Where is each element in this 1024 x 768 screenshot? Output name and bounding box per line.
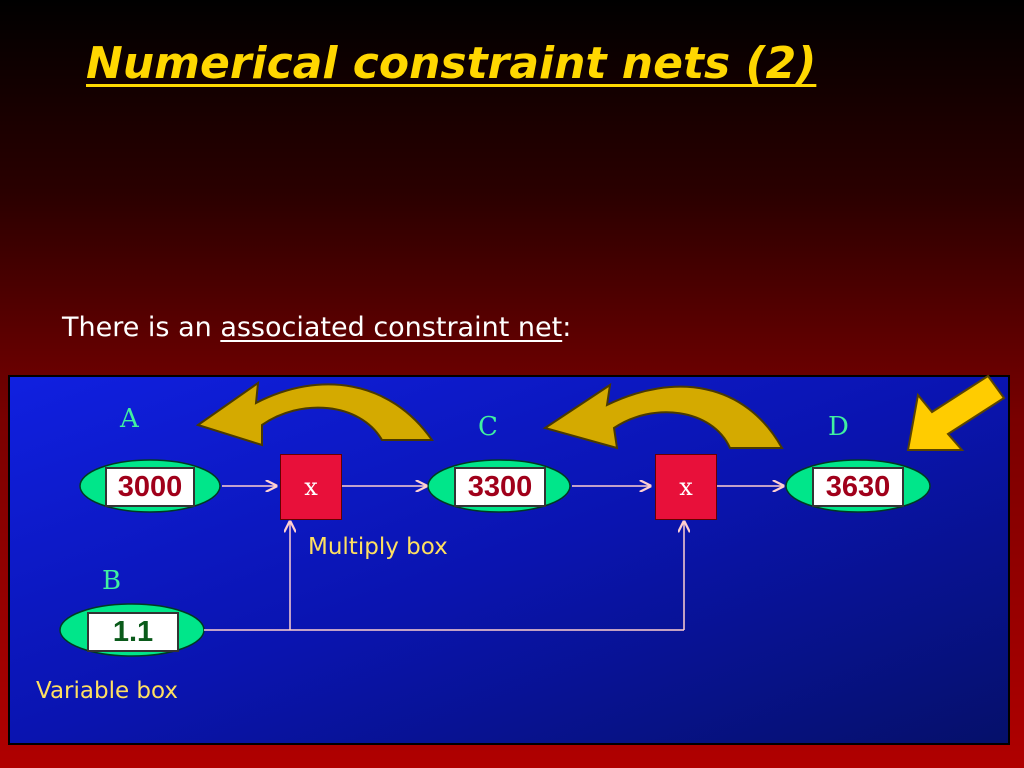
- variable-label-a: A: [120, 404, 139, 434]
- variable-label-c: C: [478, 412, 498, 442]
- slide-title: Numerical constraint nets (2): [86, 38, 817, 89]
- variable-label-d: D: [828, 412, 849, 442]
- curved-arrow-d-to-c: [542, 382, 784, 450]
- variable-label-b: B: [102, 566, 122, 596]
- intro-prefix: There is an: [62, 312, 221, 343]
- multiply-box-1[interactable]: x: [280, 454, 342, 520]
- intro-link[interactable]: associated constraint net: [220, 312, 563, 343]
- intro-text: There is an associated constraint net:: [62, 312, 571, 343]
- variable-box-b[interactable]: 1.1: [87, 612, 179, 652]
- variable-box-a[interactable]: 3000: [105, 467, 195, 507]
- intro-suffix: :: [562, 312, 572, 343]
- variable-box-d[interactable]: 3630: [812, 467, 904, 507]
- multiply-box-caption: Multiply box: [308, 534, 448, 560]
- variable-box-caption: Variable box: [36, 678, 179, 704]
- variable-box-c[interactable]: 3300: [454, 467, 546, 507]
- diagram-panel: [8, 375, 1010, 745]
- straight-arrow-into-d: [906, 374, 1006, 451]
- curved-arrow-c-to-a: [195, 380, 434, 447]
- multiply-box-2[interactable]: x: [655, 454, 717, 520]
